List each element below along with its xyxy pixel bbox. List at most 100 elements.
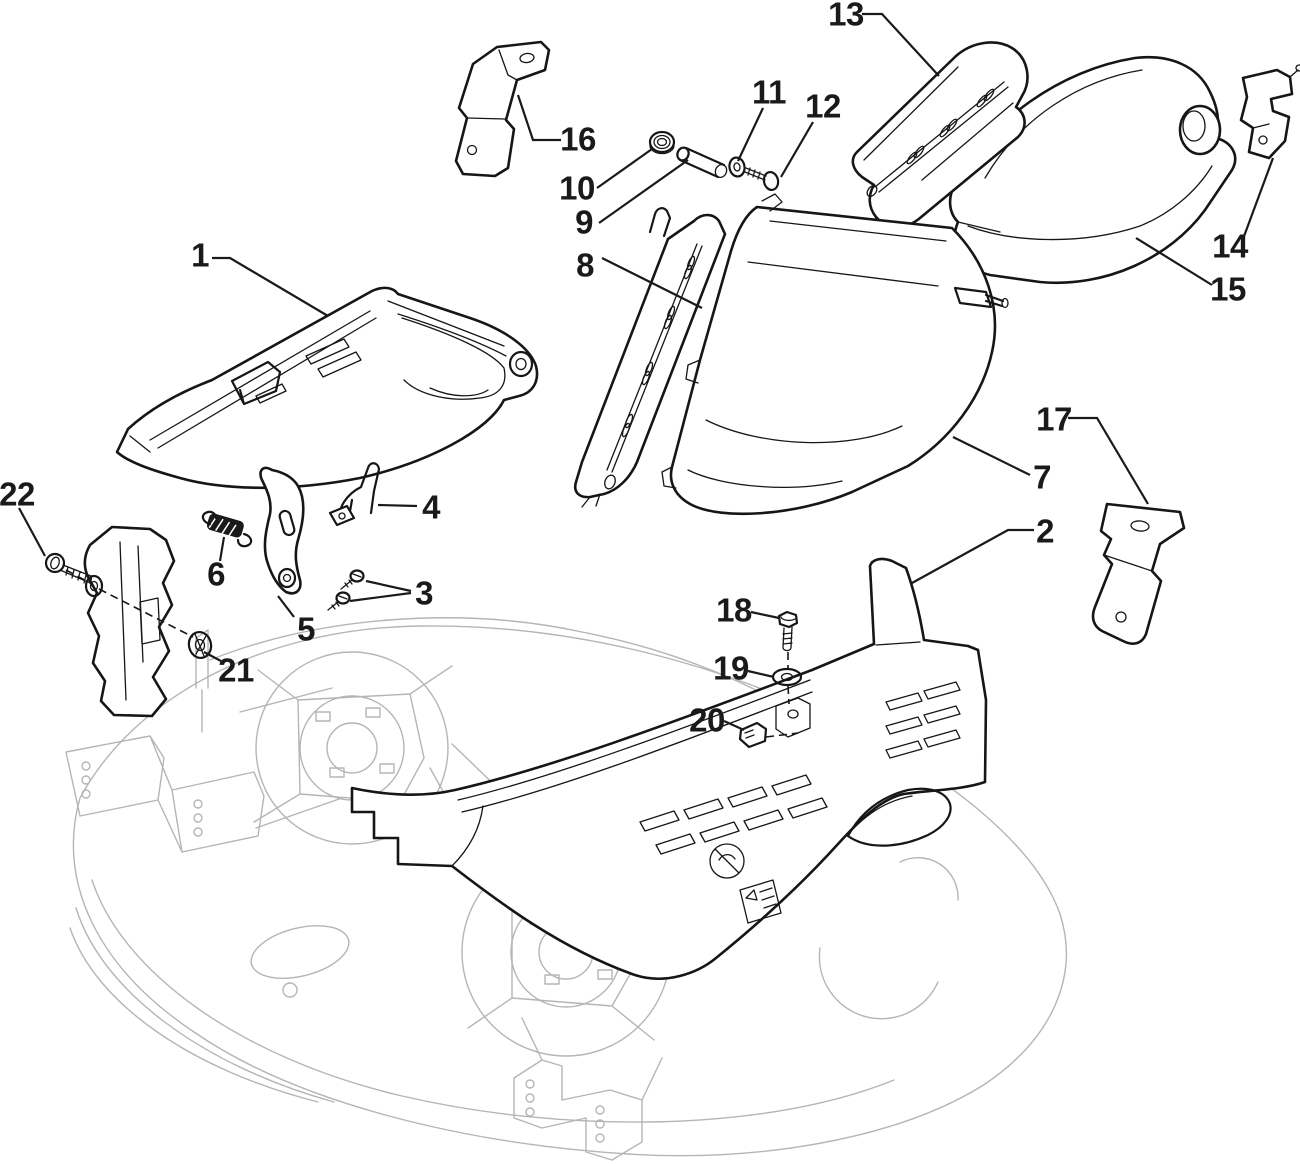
part-7-center-cover <box>661 193 1009 516</box>
leader-line-7 <box>952 436 1031 476</box>
deck-skirt-lines <box>69 907 335 1103</box>
screw-head <box>44 552 66 574</box>
part-number-label-14: 14 <box>1212 228 1249 265</box>
end-boss <box>508 350 534 378</box>
top-tab <box>648 207 672 238</box>
leader-line-5 <box>277 595 295 618</box>
vent-slots <box>639 774 828 855</box>
bracket-hole <box>1130 520 1150 532</box>
part-16-bracket <box>454 40 551 178</box>
deck-right-arcs <box>818 857 959 1020</box>
deck-inner-rim <box>91 879 895 1123</box>
pivot-hole-inner <box>282 573 292 583</box>
handle-cutout <box>846 787 952 847</box>
detail-lines <box>863 66 1014 193</box>
left-spindle-hole <box>326 722 378 774</box>
pivot-hole <box>277 567 297 589</box>
part-outline <box>259 466 305 595</box>
bracket-hole <box>1115 611 1127 623</box>
screw-head <box>349 569 365 583</box>
latch-pin-end <box>1001 297 1009 309</box>
leader-line-2 <box>911 528 1034 584</box>
part-number-label-16: 16 <box>560 121 596 158</box>
bracket-hole <box>519 52 535 64</box>
coil-hatch <box>215 518 224 531</box>
clip-detail <box>744 729 755 739</box>
deck-height-pin <box>195 629 209 733</box>
part-3-screws <box>327 569 365 611</box>
washer-outer <box>728 156 746 178</box>
bolt-shaft <box>744 167 767 181</box>
detail-lines <box>451 641 921 867</box>
latch-pin-tab <box>953 286 1005 309</box>
part-8-rod-cover <box>573 207 727 508</box>
screw-shaft <box>327 595 348 611</box>
rod-clips <box>604 255 696 490</box>
part-22-screw <box>44 552 93 584</box>
leader-line-15 <box>1135 237 1213 286</box>
part-number-label-20: 20 <box>689 702 725 739</box>
nut-ring <box>653 134 671 150</box>
bracket-hole <box>466 144 478 156</box>
leader-line-20 <box>723 719 745 732</box>
front-mount-brackets <box>513 1017 663 1161</box>
part-number-label-8: 8 <box>576 247 594 284</box>
clip-body <box>738 721 768 749</box>
part-13-upper-cover <box>851 41 1029 228</box>
part-number-label-9: 9 <box>575 204 593 241</box>
part-2-right-belt-cover <box>350 557 988 980</box>
detail-lines <box>129 300 507 453</box>
bracket-hole-inner <box>89 580 99 592</box>
deck-small-hole <box>282 982 298 998</box>
fold-lines <box>1103 554 1153 572</box>
part-outline <box>1239 68 1294 160</box>
part-number-label-1: 1 <box>191 237 209 274</box>
nut-hole <box>656 137 668 147</box>
washer-inner <box>733 162 741 172</box>
part-number-label-2: 2 <box>1036 513 1054 550</box>
part-number-label-13: 13 <box>828 0 864 33</box>
part-11-washer <box>728 156 746 178</box>
part-number-label-10: 10 <box>559 170 595 207</box>
warning-sticker <box>739 879 782 924</box>
part-number-label-19: 19 <box>713 650 749 687</box>
lower-bracket-details <box>119 541 161 701</box>
bolt-head <box>762 170 780 192</box>
fold-lines <box>466 49 518 120</box>
no-step-icon <box>709 843 745 879</box>
detail-lines <box>957 69 1213 241</box>
leader-line-1 <box>212 256 329 317</box>
nut-outer <box>648 130 676 154</box>
lower-bracket <box>83 525 176 718</box>
part-1-left-belt-cover <box>83 286 539 718</box>
leader-line-19 <box>747 669 775 679</box>
detail-lines <box>661 193 947 489</box>
part-10-flanged-nut <box>648 130 676 155</box>
spring-hooks <box>201 510 253 548</box>
leader-line-21 <box>203 651 222 662</box>
part-number-label-12: 12 <box>805 88 841 125</box>
part-17-side-bracket <box>1091 502 1186 645</box>
part-number-label-6: 6 <box>207 556 225 593</box>
spring-coil <box>206 513 244 538</box>
end-boss-hole <box>515 357 527 371</box>
part-number-label-3: 3 <box>415 575 433 612</box>
part-20-clip <box>738 721 768 749</box>
leader-line-14 <box>1241 157 1275 240</box>
part-number-label-7: 7 <box>1033 459 1051 496</box>
leader-line-11 <box>737 107 764 162</box>
mount-boss-hole <box>787 709 799 719</box>
deck-rear-rim <box>209 617 803 717</box>
leader-line-9 <box>598 159 689 224</box>
leader-line-18 <box>750 610 780 620</box>
screw-head <box>335 591 351 605</box>
deck-braces <box>239 687 561 905</box>
left-plate-holes <box>81 761 203 837</box>
spacer-end <box>676 146 690 162</box>
part-4-wire-clip <box>328 462 381 527</box>
part-outline <box>1091 502 1186 645</box>
part-number-label-21: 21 <box>218 652 254 689</box>
foot-plate <box>328 504 356 527</box>
round-boss <box>1178 104 1222 156</box>
part-number-label-15: 15 <box>1210 271 1246 308</box>
